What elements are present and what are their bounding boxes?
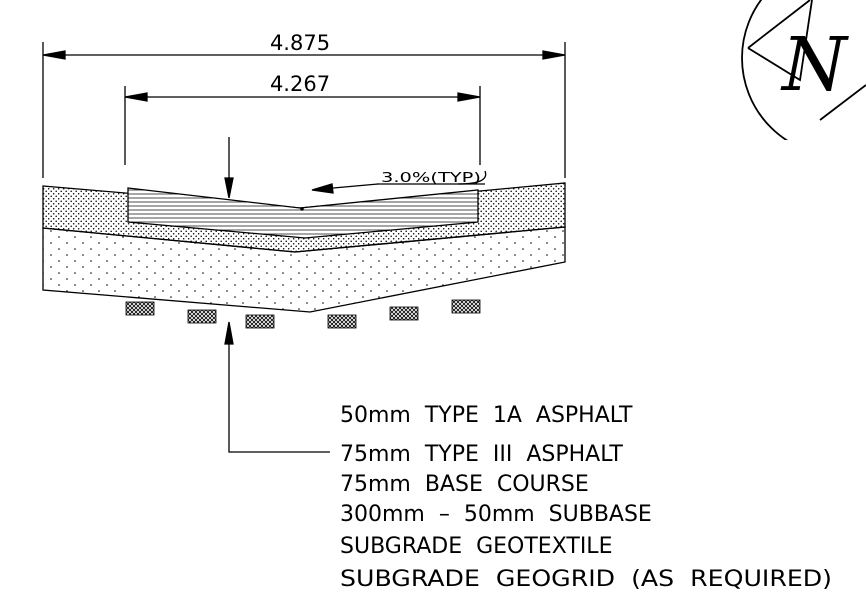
north-arrow-icon: N (741, 0, 866, 140)
asphalt-hatch (127, 187, 479, 239)
crown-point (300, 207, 304, 211)
top-leader-arrow (224, 137, 234, 199)
slope-label: 3.0%(TYP) (381, 171, 481, 186)
layer-note-6: SUBGRADE GEOGRID (AS REQUIRED) (340, 567, 832, 592)
geogrid-block (125, 301, 155, 316)
overall-width-label: 4.875 (270, 31, 330, 55)
layer-note-5: SUBGRADE GEOTEXTILE (340, 534, 612, 559)
slope-callout (311, 170, 487, 194)
layer-note-3: 75mm BASE COURSE (340, 472, 589, 497)
north-letter: N (780, 22, 849, 108)
pavement-width-dimension (124, 86, 481, 165)
layer-note-2: 75mm TYPE III ASPHALT (340, 442, 623, 467)
geogrid-block (327, 314, 357, 329)
layer-note-1: 50mm TYPE 1A ASPHALT (340, 403, 633, 428)
geogrid-block (389, 306, 419, 321)
pavement-width-label: 4.267 (270, 72, 330, 96)
geogrid-block (245, 314, 275, 329)
layer-notes: 50mm TYPE 1A ASPHALT 75mm TYPE III ASPHA… (340, 403, 832, 592)
layer-note-4: 300mm – 50mm SUBBASE (340, 502, 652, 527)
geogrid-block (451, 299, 481, 314)
overall-width-dimension (42, 42, 566, 178)
geogrid-blocks (125, 299, 481, 329)
layers-leader-arrow (224, 321, 330, 453)
geogrid-block (187, 309, 217, 324)
